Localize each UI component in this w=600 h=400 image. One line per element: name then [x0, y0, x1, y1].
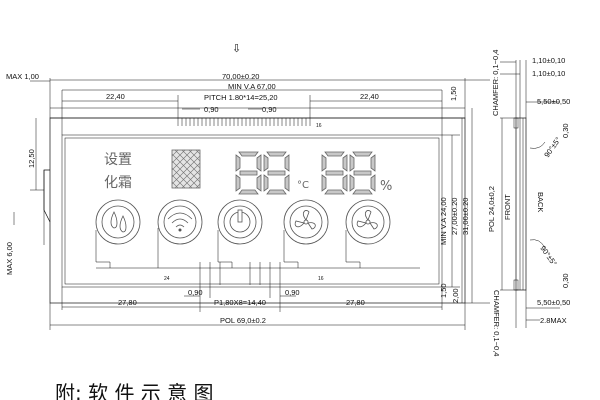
dim-pitch: PITCH 1.80*14=25,20	[204, 93, 278, 102]
pin-label-bottom-right: 16	[318, 276, 324, 282]
dim-right-offset: 22,40	[360, 92, 379, 101]
seven-segment-left	[235, 151, 290, 195]
side-back: BACK	[536, 192, 545, 212]
unit-celsius: °C	[297, 180, 309, 191]
side-angle-bottom: 90°±5°	[538, 244, 558, 268]
side-gap-bottom: 0,30	[561, 273, 570, 288]
footer-note: 附: 软 件 示 意 图	[55, 381, 214, 400]
hatched-grid	[171, 149, 201, 189]
dim-pin-gap-left: 0,90	[204, 105, 219, 114]
viewing-area	[61, 134, 443, 288]
dim-bottom-pitch: P1,80X8=14,40	[214, 298, 266, 307]
seven-segment-right	[321, 151, 376, 195]
side-chamfer-top: CHAMFER: 0,1~0,4	[491, 50, 500, 116]
label-defrost: 化霜	[104, 175, 132, 191]
icon-power	[217, 199, 263, 268]
side-w550-top: 5,50±0,50	[537, 97, 570, 106]
dim-left-height: 12,50	[27, 149, 36, 168]
dim-top-right-gap: 1,50	[449, 86, 458, 101]
top-pins	[177, 118, 311, 126]
dim-pin-gap-right: 0,90	[262, 105, 277, 114]
glass-outline	[49, 117, 466, 304]
dim-bottom-right-gap: 1,50	[439, 283, 448, 298]
top-marker: ⇩	[232, 43, 241, 55]
dim-left-offset: 22,40	[106, 92, 125, 101]
dim-right-27: 27,00±0.20	[450, 198, 459, 235]
side-w550-bottom: 5,50±0,50	[537, 298, 570, 307]
pin-label-top: 16	[316, 123, 322, 129]
icon-fan-2	[345, 199, 391, 268]
side-pol: POL 24,0±0,2	[487, 186, 496, 232]
dim-max-left: MAX 6,00	[5, 242, 14, 275]
side-gap-top: 0,30	[561, 123, 570, 138]
dim-bottom-pin-right: 0,90	[285, 288, 300, 297]
icon-wifi	[157, 199, 203, 268]
side-chamfer-bottom: CHAMFER: 0,1~0,4	[492, 290, 501, 356]
dim-right-31: 31,00±0.20	[461, 198, 470, 235]
dim-pol: POL 69,0±0.2	[220, 316, 266, 325]
label-settings: 设置	[104, 152, 132, 168]
side-max-28: 2.8MAX	[540, 316, 567, 325]
side-angle-top: 90°±5°	[542, 135, 562, 159]
side-t1: 1,10±0,10	[532, 56, 565, 65]
dim-max-top: MAX 1,00	[6, 72, 39, 81]
dim-bottom-pin-left: 0,90	[188, 288, 203, 297]
side-t2: 1,10±0,10	[532, 69, 565, 78]
side-view	[500, 60, 560, 328]
dim-bottom-left: 27,80	[118, 298, 137, 307]
dim-overall-width: 70,00±0.20	[222, 72, 259, 81]
dim-bottom-right: 27,80	[346, 298, 365, 307]
dim-min-va: MIN V.A 67,00	[228, 82, 276, 91]
pin-label-bottom-left: 24	[164, 276, 170, 282]
side-front: FRONT	[503, 194, 512, 220]
dim-right-va: MIN V.A 24,00	[439, 197, 448, 245]
unit-percent: %	[380, 179, 392, 194]
icon-fan	[283, 199, 329, 268]
dim-bottom-right-2: 2,00	[451, 288, 460, 303]
icon-water-drop	[95, 199, 141, 268]
